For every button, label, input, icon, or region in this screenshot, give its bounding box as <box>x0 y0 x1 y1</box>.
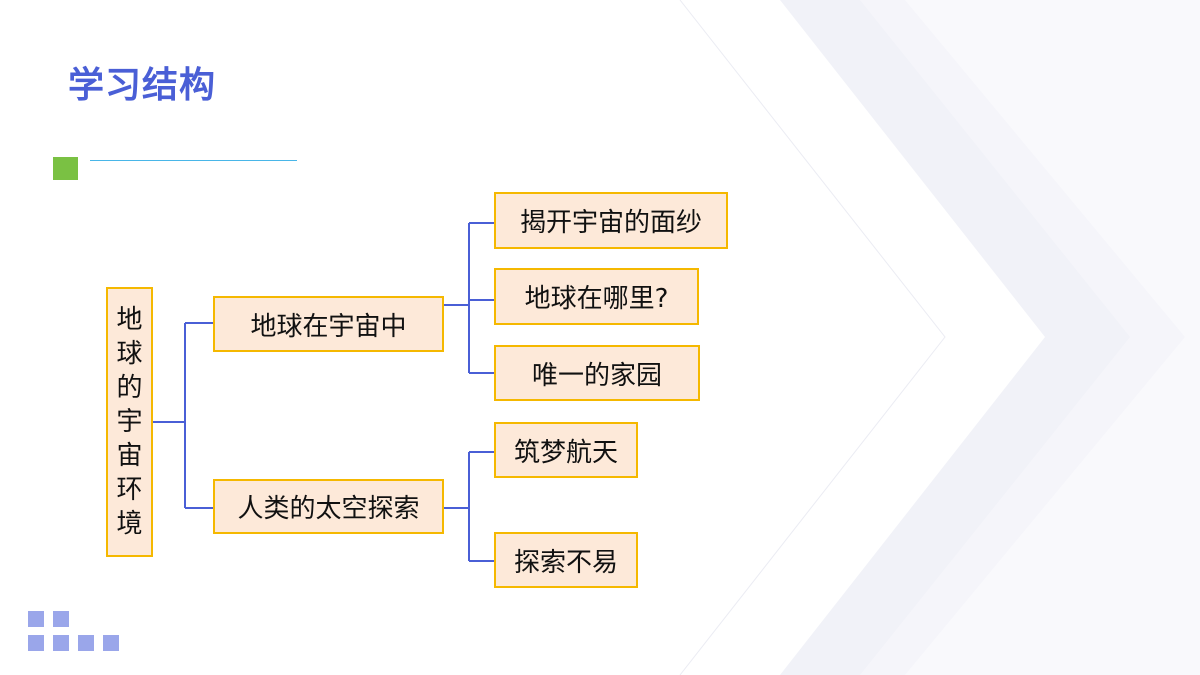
leaf-node: 筑梦航天 <box>494 422 638 478</box>
root-node-char: 环 <box>116 475 143 505</box>
deco-square <box>53 611 69 627</box>
root-node: 地 球 的 宇 宙 环 境 <box>106 287 153 557</box>
deco-square <box>28 611 44 627</box>
leaf-node: 唯一的家园 <box>494 345 700 401</box>
root-node-char: 宇 <box>116 407 143 437</box>
leaf-node: 揭开宇宙的面纱 <box>494 192 728 249</box>
branch-node-space-exploration: 人类的太空探索 <box>213 479 444 534</box>
branch-node-earth-in-universe: 地球在宇宙中 <box>213 296 444 352</box>
deco-square <box>103 635 119 651</box>
root-node-char: 的 <box>116 373 143 403</box>
page-title: 学习结构 <box>68 65 217 106</box>
title-accent-square <box>53 157 78 180</box>
deco-square <box>28 635 44 651</box>
title-underline <box>90 160 297 161</box>
leaf-node: 探索不易 <box>494 532 638 588</box>
root-node-char: 球 <box>116 339 143 369</box>
root-node-char: 宙 <box>116 441 143 471</box>
leaf-node: 地球在哪里? <box>494 268 699 325</box>
deco-square <box>78 635 94 651</box>
root-node-char: 境 <box>116 509 143 539</box>
deco-square <box>53 635 69 651</box>
root-node-char: 地 <box>116 305 143 335</box>
